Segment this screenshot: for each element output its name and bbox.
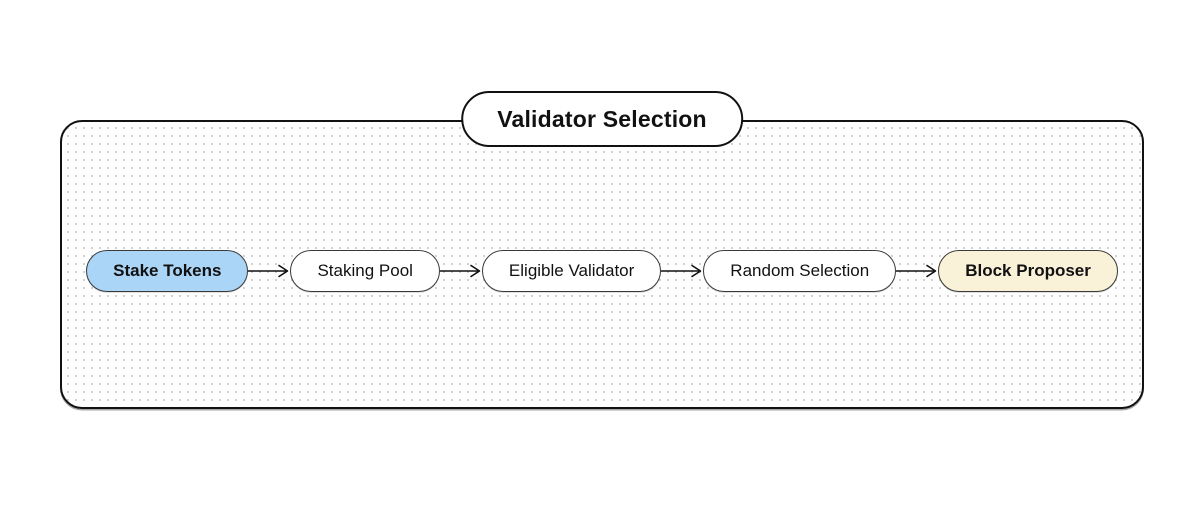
diagram-title-pill: Validator Selection (461, 91, 743, 147)
node-stake-tokens: Stake Tokens (86, 250, 249, 292)
node-eligible-validator: Eligible Validator (481, 250, 662, 292)
node-random-selection: Random Selection (703, 250, 897, 292)
arrow-right-icon (661, 264, 702, 278)
diagram-title: Validator Selection (497, 105, 707, 132)
arrow-right-icon (439, 264, 481, 278)
flow-row: Stake Tokens Staking Pool Eligible Valid… (60, 250, 1144, 292)
arrow-right-icon (248, 264, 289, 278)
node-block-proposer: Block Proposer (938, 250, 1118, 292)
node-staking-pool: Staking Pool (290, 250, 440, 292)
arrow-right-icon (896, 264, 937, 278)
